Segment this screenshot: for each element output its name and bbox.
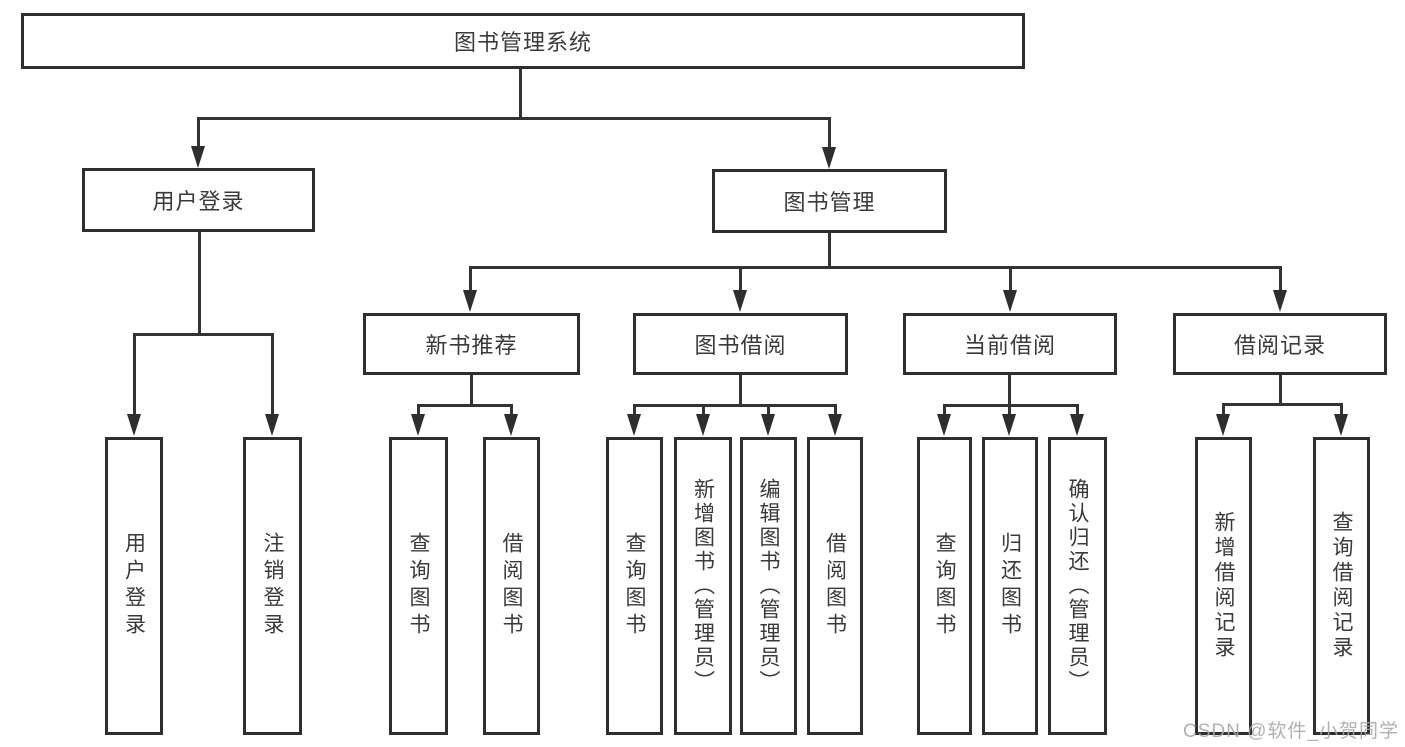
node-user-login: 用户登录 xyxy=(82,168,315,232)
connector-userlogin-stem-2 xyxy=(271,333,274,416)
connector-records-vline xyxy=(1279,375,1282,406)
leaf-return-books: 归还图书 xyxy=(982,437,1038,735)
arrow-down-icon xyxy=(1273,290,1287,312)
arrow-down-icon xyxy=(822,147,836,169)
leaf-borrow-books-borrow: 借阅图书 xyxy=(807,437,863,735)
arrow-down-icon xyxy=(1216,414,1230,436)
connector-borrow-hline xyxy=(633,404,837,407)
leaf-confirm-return-admin: 确认归还（管理员） xyxy=(1048,437,1107,735)
arrow-down-icon xyxy=(411,414,425,436)
connector-newbooks-vline xyxy=(470,375,473,407)
arrow-down-icon xyxy=(1002,414,1016,436)
node-book-management: 图书管理 xyxy=(712,169,947,233)
arrow-down-icon xyxy=(191,146,205,168)
arrow-down-icon xyxy=(127,414,141,436)
arrow-down-icon xyxy=(733,290,747,312)
connector-current-stem-2 xyxy=(1008,404,1011,416)
csdn-watermark: CSDN @软件_小贺同学 xyxy=(1183,721,1399,742)
node-new-book-recommendation: 新书推荐 xyxy=(363,313,580,375)
connector-current-vline xyxy=(1008,375,1011,407)
connector-current-hline xyxy=(943,404,1079,407)
node-book-borrowing: 图书借阅 xyxy=(633,313,848,375)
arrow-down-icon xyxy=(463,290,477,312)
connector-newbooks-stem-1 xyxy=(417,404,420,416)
connector-userlogin-stem-1 xyxy=(133,333,136,416)
connector-newbooks-hline xyxy=(417,404,513,407)
arrow-down-icon xyxy=(627,414,641,436)
arrow-down-icon xyxy=(1070,414,1084,436)
connector-root-stem-right xyxy=(828,117,831,149)
arrow-down-icon xyxy=(504,414,518,436)
leaf-add-books-admin: 新增图书（管理员） xyxy=(674,437,732,735)
arrow-down-icon xyxy=(937,414,951,436)
connector-root-hline xyxy=(197,117,831,120)
leaf-query-books-borrow: 查询图书 xyxy=(606,437,663,735)
connector-bookmgmt-stem-2 xyxy=(739,266,742,292)
arrow-down-icon xyxy=(828,414,842,436)
connector-current-stem-1 xyxy=(943,404,946,416)
connector-current-stem-3 xyxy=(1076,404,1079,416)
connector-bookmgmt-stem-1 xyxy=(469,266,472,292)
arrow-down-icon xyxy=(1334,414,1348,436)
arrow-down-icon xyxy=(696,414,710,436)
connector-userlogin-vline xyxy=(198,232,201,336)
connector-records-stem-2 xyxy=(1340,403,1343,416)
connector-bookmgmt-stem-3 xyxy=(1009,266,1012,292)
leaf-logout: 注销登录 xyxy=(243,437,302,735)
leaf-query-books-current: 查询图书 xyxy=(917,437,972,735)
connector-newbooks-stem-2 xyxy=(510,404,513,416)
connector-userlogin-hline xyxy=(133,333,274,336)
node-current-borrowing: 当前借阅 xyxy=(903,313,1117,375)
connector-records-stem-1 xyxy=(1222,403,1225,416)
leaf-query-borrow-record: 查询借阅记录 xyxy=(1313,437,1370,735)
connector-bookmgmt-hline xyxy=(469,266,1282,269)
connector-records-hline xyxy=(1222,403,1343,406)
connector-bookmgmt-stem-4 xyxy=(1279,266,1282,292)
node-library-management-system: 图书管理系统 xyxy=(21,13,1025,69)
connector-bookmgmt-vline xyxy=(828,233,831,269)
connector-borrow-stem-1 xyxy=(633,404,636,416)
connector-borrow-stem-2 xyxy=(702,404,705,416)
connector-borrow-stem-3 xyxy=(767,404,770,416)
leaf-borrow-books-new: 借阅图书 xyxy=(483,437,540,735)
leaf-query-books-new: 查询图书 xyxy=(389,437,448,735)
connector-borrow-stem-4 xyxy=(834,404,837,416)
node-borrowing-records: 借阅记录 xyxy=(1173,313,1387,375)
leaf-edit-books-admin: 编辑图书（管理员） xyxy=(740,437,797,735)
arrow-down-icon xyxy=(761,414,775,436)
leaf-user-login: 用户登录 xyxy=(105,437,163,735)
connector-root-stem-left xyxy=(197,117,200,148)
arrow-down-icon xyxy=(1003,290,1017,312)
connector-borrow-vline xyxy=(739,375,742,407)
leaf-add-borrow-record: 新增借阅记录 xyxy=(1195,437,1252,735)
connector-root-vline xyxy=(519,69,522,119)
arrow-down-icon xyxy=(265,414,279,436)
